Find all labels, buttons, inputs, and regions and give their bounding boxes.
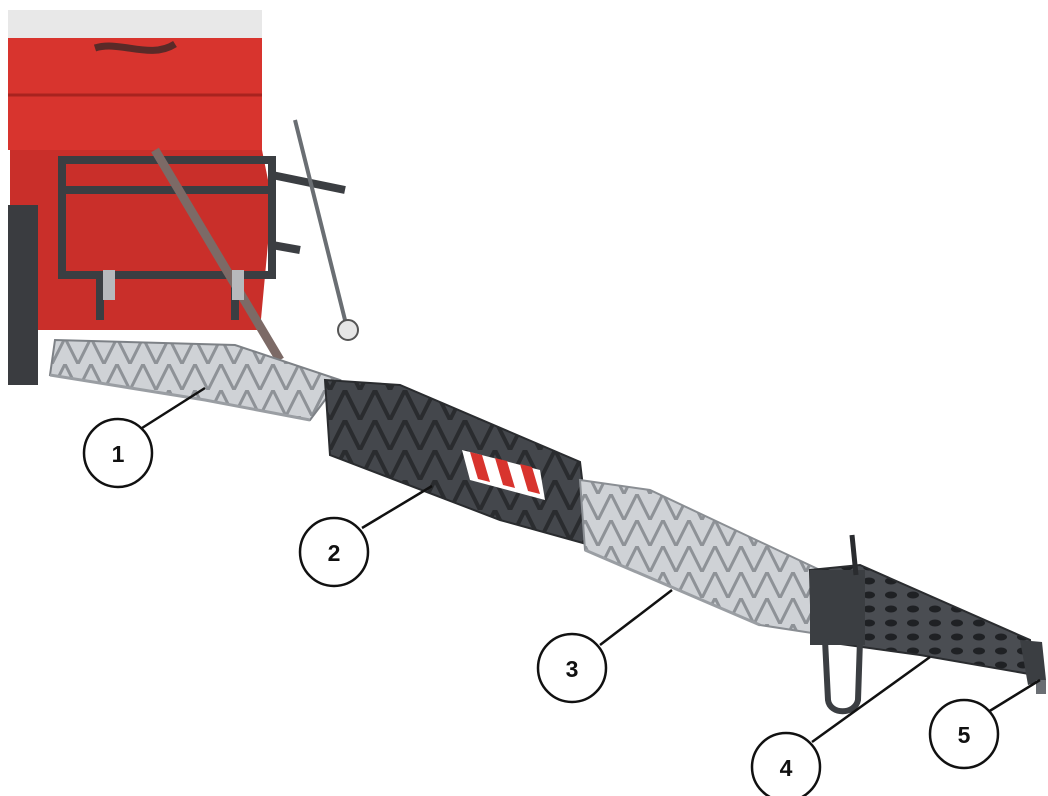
callout-circle-1 xyxy=(82,417,154,489)
callout-label-1: 1 xyxy=(112,441,125,467)
leader-line-2 xyxy=(361,484,433,530)
boom-section-2 xyxy=(323,378,595,547)
callout-circle-3 xyxy=(536,632,608,704)
boom-section-3 xyxy=(578,478,827,637)
side-panel xyxy=(8,205,38,385)
support-bracket xyxy=(822,639,863,715)
callouts xyxy=(82,386,1041,796)
callout-label-2: 2 xyxy=(328,540,341,566)
leader-line-4 xyxy=(811,655,931,744)
callout-circle-5 xyxy=(928,698,1000,770)
callout-label-5: 5 xyxy=(958,722,971,748)
boom-section-1 xyxy=(48,338,342,422)
boom-section-4 xyxy=(808,534,1037,715)
hopper-top xyxy=(8,10,262,40)
leader-line-1 xyxy=(141,386,206,430)
warning-stripes xyxy=(462,450,545,500)
callout-circle-4 xyxy=(750,731,822,796)
callout-circle-2 xyxy=(298,516,370,588)
boom-tip-5 xyxy=(1020,640,1046,694)
hydraulic-cylinder xyxy=(151,147,284,363)
spreader-machine xyxy=(8,10,359,385)
callout-label-4: 4 xyxy=(780,755,793,781)
leader-line-5 xyxy=(987,678,1041,714)
callout-label-3: 3 xyxy=(566,656,579,682)
leader-line-3 xyxy=(599,589,673,646)
